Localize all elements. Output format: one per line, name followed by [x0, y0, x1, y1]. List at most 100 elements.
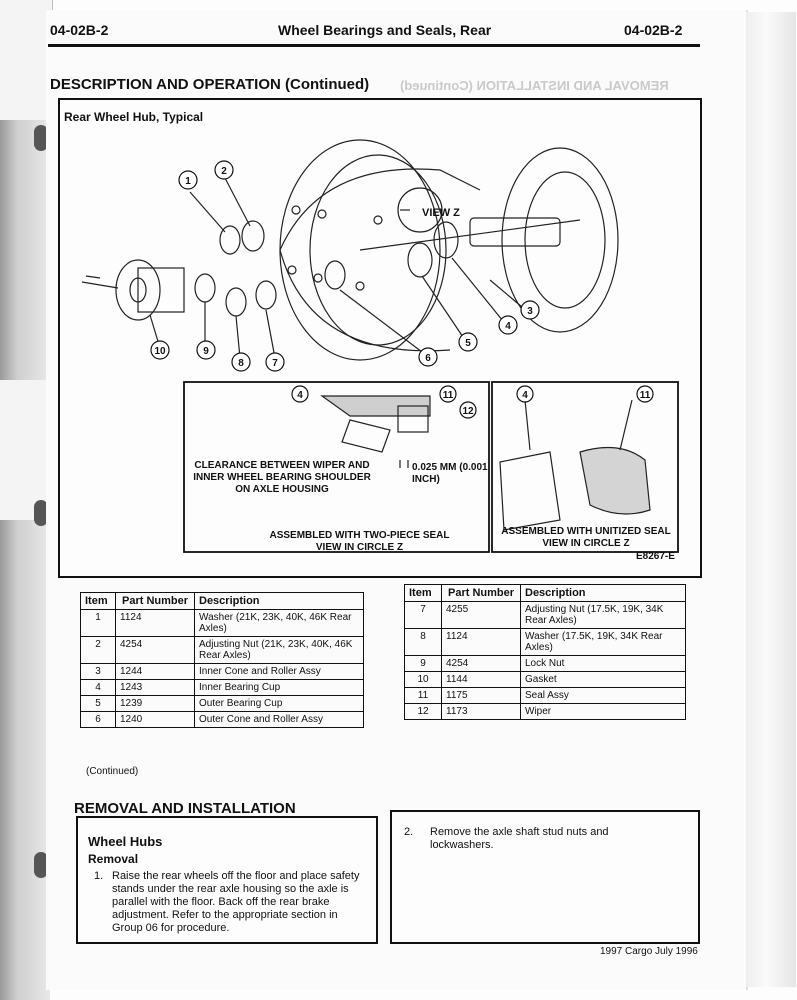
- unitized-seal-section: [579, 446, 651, 515]
- section-title-description: DESCRIPTION AND OPERATION (Continued): [50, 76, 370, 93]
- callout-9-icon: [196, 340, 216, 360]
- item-cell: 12: [404, 703, 442, 720]
- item-cell: 2: [80, 636, 116, 664]
- callout-label: 1: [185, 176, 191, 187]
- subhead-removal: Removal: [88, 852, 139, 866]
- axle-section: [499, 451, 561, 531]
- axle-center: [359, 219, 581, 251]
- item-cell: 11: [404, 687, 442, 704]
- nut-1: [219, 225, 241, 255]
- hub-bore: [129, 277, 147, 303]
- callout-10-icon: [150, 340, 170, 360]
- desc-cell: Washer (17.5K, 19K, 34K Rear Axles): [520, 628, 686, 656]
- part-cell: 4255: [441, 601, 521, 629]
- callout-5-icon: [458, 332, 478, 352]
- callout-4-icon: [498, 315, 518, 335]
- previous-page-stub: [0, 380, 53, 520]
- brake-shoe: [524, 171, 606, 309]
- axle-housing-section: [320, 395, 431, 417]
- binder-ring-icon: [34, 500, 48, 526]
- callout-label: 6: [425, 353, 431, 364]
- seal-section: [397, 405, 429, 433]
- wiper-section: [341, 419, 391, 453]
- previous-page-stub: [0, 0, 53, 120]
- unitized-caption: ASSEMBLED WITH UNITIZED SEAL VIEW IN CIR…: [501, 526, 671, 549]
- item-cell: 6: [80, 711, 116, 728]
- bearing-cone-5: [407, 242, 433, 278]
- callout-3-icon: [520, 300, 540, 320]
- callout-label: 5: [465, 338, 471, 349]
- desc-cell: Outer Bearing Cup: [194, 695, 364, 712]
- figure-id: E8267-E: [636, 551, 675, 562]
- callout-11-icon: [439, 385, 457, 403]
- part-cell: 1239: [115, 695, 195, 712]
- desc-cell: Wiper: [520, 703, 686, 720]
- binder-ring-icon: [34, 125, 48, 151]
- callout-label: 11: [640, 390, 651, 401]
- item-cell: 7: [404, 601, 442, 629]
- desc-cell: Adjusting Nut (21K, 23K, 40K, 46K Rear A…: [194, 636, 364, 664]
- nut-8: [225, 287, 247, 317]
- header-rule: [48, 44, 700, 47]
- callout-label: 4: [297, 390, 303, 401]
- desc-cell: Lock Nut: [520, 655, 686, 672]
- hub-exploded-diagram: 1 2 3 4 5 6 7 8 9 10 VIEW Z 4 11 12: [81, 139, 679, 553]
- detail-two-piece-frame: [183, 381, 490, 553]
- washer-2: [241, 220, 265, 252]
- desc-cell: Washer (21K, 23K, 40K, 46K Rear Axles): [194, 609, 364, 637]
- col-part-number: Part Number: [441, 584, 521, 602]
- washer-9: [194, 273, 216, 303]
- part-cell: 1243: [115, 679, 195, 696]
- step-2-text: Remove the axle shaft stud nuts and lock…: [430, 826, 609, 851]
- part-cell: 1124: [115, 609, 195, 637]
- part-cell: 4254: [115, 636, 195, 664]
- callout-11-icon: [636, 385, 654, 403]
- axle-spindle: [469, 217, 561, 247]
- hub-body: [137, 267, 185, 313]
- step-2-number: 2.: [404, 826, 414, 838]
- part-cell: 1240: [115, 711, 195, 728]
- desc-cell: Inner Cone and Roller Assy: [194, 663, 364, 680]
- col-item: Item: [80, 592, 116, 610]
- hub-flange: [115, 259, 161, 321]
- two-piece-caption: ASSEMBLED WITH TWO-PIECE SEAL VIEW IN CI…: [269, 530, 450, 553]
- bearing-6: [324, 260, 346, 290]
- callout-label: 9: [203, 346, 209, 357]
- col-item: Item: [404, 584, 442, 602]
- item-cell: 3: [80, 663, 116, 680]
- clearance-label: CLEARANCE BETWEEN WIPER AND INNER WHEEL …: [193, 460, 371, 495]
- callout-label: 4: [522, 390, 528, 401]
- item-cell: 1: [80, 609, 116, 637]
- callout-4-icon: [291, 385, 309, 403]
- callout-label: 4: [505, 321, 511, 332]
- bearing-cup-4: [433, 221, 459, 259]
- callout-12-icon: [459, 401, 477, 419]
- callout-label: 8: [238, 358, 244, 369]
- page-number-left: 04-02B-2: [50, 22, 109, 38]
- col-description: Description: [520, 584, 686, 602]
- diagram-title: Rear Wheel Hub, Typical: [64, 110, 204, 124]
- step-1-number: 1.: [94, 870, 104, 882]
- callout-8-icon: [231, 352, 251, 372]
- continued-note: (Continued): [86, 766, 139, 777]
- callout-label: 3: [527, 306, 533, 317]
- washer-7: [255, 280, 277, 310]
- item-cell: 10: [404, 671, 442, 688]
- section-title-removal: REMOVAL AND INSTALLATION: [74, 800, 296, 817]
- item-cell: 5: [80, 695, 116, 712]
- view-z-label: VIEW Z: [422, 207, 460, 219]
- col-part-number: Part Number: [115, 592, 195, 610]
- part-cell: 1175: [441, 687, 521, 704]
- page-header-title: Wheel Bearings and Seals, Rear: [278, 22, 492, 38]
- part-cell: 1144: [441, 671, 521, 688]
